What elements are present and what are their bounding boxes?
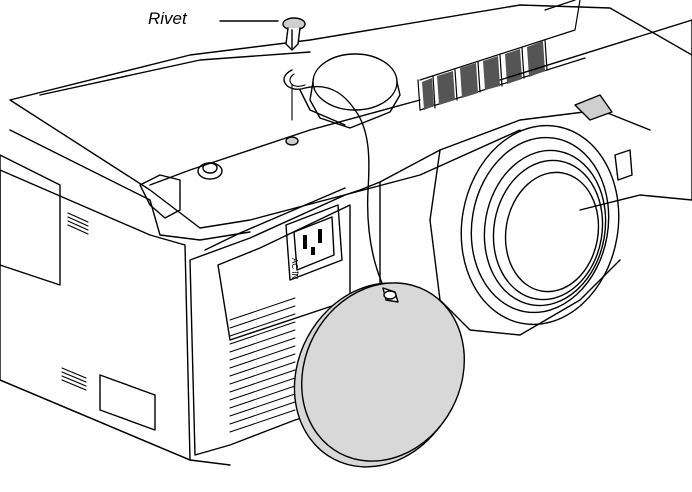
lens-cap [293, 282, 465, 468]
rivet-hole [285, 136, 299, 146]
front-grille [229, 297, 296, 433]
projector-top-outline [9, 4, 692, 229]
lens-housing-lower [429, 219, 621, 336]
lens-housing-front [439, 109, 651, 151]
lens-cap-strap [283, 69, 386, 291]
lens-barrel [460, 124, 620, 326]
lens-tab-top [574, 94, 613, 121]
rivet-part [282, 17, 306, 51]
front-panel-inner [217, 204, 351, 341]
ac-symbol-icon: ~ [291, 270, 304, 278]
left-vent-lower [61, 367, 87, 391]
rubber-foot [197, 162, 223, 180]
projector-rear-ridge [9, 129, 251, 241]
lens-housing-outline [499, 19, 692, 211]
lens-tab-right [614, 149, 633, 181]
projector-left-side [0, 169, 191, 461]
left-vent-upper [67, 212, 89, 235]
projector-top-inner-edge [39, 51, 421, 186]
top-vent-shading [422, 41, 545, 110]
corner-bracket [139, 174, 181, 219]
ac-inlet-socket [285, 204, 343, 281]
rivet-callout-label: Rivet [148, 9, 187, 28]
lens-cap-strap-inner [289, 73, 306, 87]
lens-housing-side [379, 149, 441, 221]
cap-holder [299, 53, 401, 129]
front-panel-top-lip [204, 187, 346, 251]
left-side-lower-panel [99, 374, 156, 431]
left-side-bottom-edge [0, 379, 231, 466]
left-side-upper-panel [0, 154, 61, 286]
